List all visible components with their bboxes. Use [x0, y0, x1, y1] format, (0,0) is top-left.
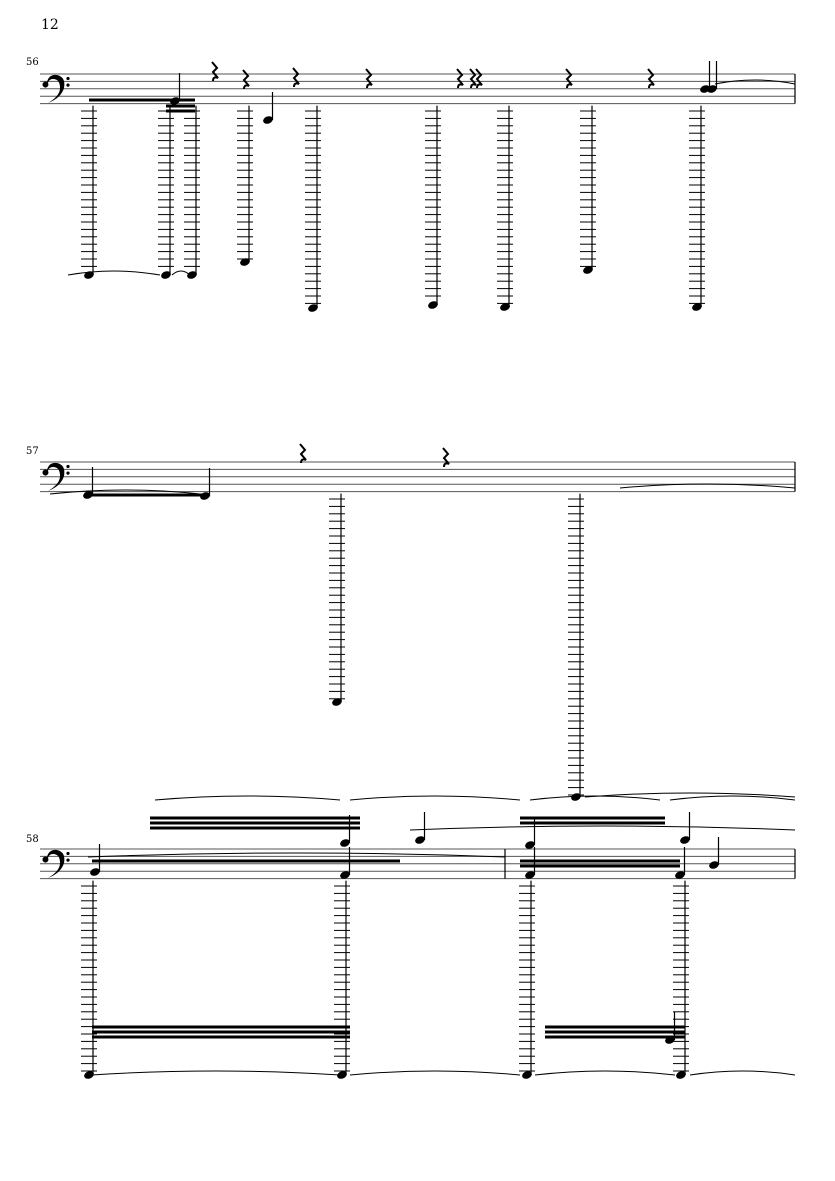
clef-dot: [66, 464, 70, 469]
quarter-rest-icon: [365, 68, 373, 89]
note-head: [240, 258, 250, 266]
note-head: [675, 871, 685, 879]
clef-dot: [66, 851, 70, 856]
note-head: [571, 793, 581, 801]
tie: [534, 1070, 676, 1076]
quarter-rest-icon: [475, 68, 483, 89]
tie: [349, 795, 521, 801]
clef-dot: [66, 83, 70, 87]
note-head: [340, 871, 350, 879]
note-head: [500, 303, 510, 311]
tie: [87, 852, 506, 858]
tie: [154, 795, 341, 801]
tie: [619, 483, 796, 489]
note-head: [692, 303, 702, 311]
note-head: [709, 861, 719, 869]
tie: [349, 1070, 521, 1076]
tie: [91, 1070, 341, 1076]
note-head: [187, 271, 197, 279]
note-head: [90, 868, 100, 876]
clef-dot: [66, 471, 70, 475]
note-head: [525, 871, 535, 879]
tie: [49, 489, 201, 495]
measure-number-57: 57: [26, 446, 39, 457]
note-head: [332, 698, 342, 706]
quarter-rest-icon: [647, 68, 655, 89]
tie: [171, 270, 191, 276]
note-head: [308, 304, 318, 312]
tie: [669, 795, 796, 801]
quarter-rest-icon: [456, 68, 464, 89]
tie: [529, 795, 661, 801]
note-head: [161, 271, 171, 279]
quarter-rest-icon: [292, 67, 300, 88]
quarter-rest-icon: [565, 68, 573, 89]
tie: [409, 825, 796, 831]
note-head: [583, 266, 593, 274]
note-head: [340, 839, 350, 847]
clef-dot: [66, 858, 70, 862]
note-head: [522, 1071, 532, 1079]
tie: [67, 270, 161, 276]
note-head: [707, 85, 717, 93]
note-head: [428, 301, 438, 309]
quarter-rest-icon: [211, 61, 219, 82]
quarter-rest-icon: [299, 443, 307, 464]
page-number: 12: [41, 17, 59, 33]
note-head: [525, 841, 535, 849]
note-head: [337, 1071, 347, 1079]
quarter-rest-icon: [242, 69, 250, 90]
quarter-rest-icon: [469, 68, 477, 89]
note-head: [415, 836, 425, 844]
note-head: [676, 1071, 686, 1079]
note-head: [680, 836, 690, 844]
note-head: [84, 271, 94, 279]
note-head: [263, 116, 273, 124]
note-head: [84, 1071, 94, 1079]
clef-dot: [66, 76, 70, 81]
tie: [584, 792, 796, 798]
tie: [714, 79, 796, 85]
quarter-rest-icon: [442, 447, 450, 468]
measure-number-56: 56: [26, 57, 39, 68]
measure-number-58: 58: [26, 834, 39, 845]
tie: [689, 1070, 796, 1076]
bass-clef-icon: [42, 462, 65, 491]
bass-clef-icon: [42, 74, 65, 103]
bass-clef-icon: [42, 849, 65, 878]
